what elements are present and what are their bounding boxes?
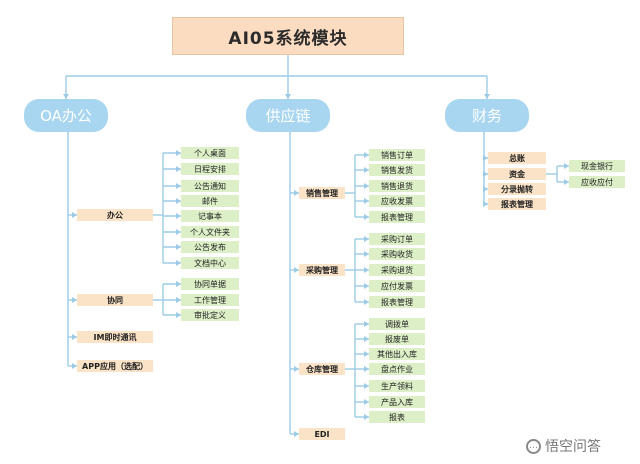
arrowhead	[483, 155, 488, 161]
leaf-oa-office-3: 公告通知	[181, 180, 239, 192]
category-finance-reports: 报表管理	[488, 198, 546, 210]
watermark-text: 悟空问答	[545, 439, 601, 455]
arrowhead	[364, 399, 369, 405]
arrowhead	[72, 212, 77, 218]
category-warehouse: 仓库管理	[299, 363, 345, 375]
arrowhead	[176, 150, 181, 156]
leaf-receivable-payable: 应收应付	[569, 176, 625, 188]
arrowhead	[364, 299, 369, 305]
arrowhead	[364, 321, 369, 327]
leaf-oa-collab-3: 审批定义	[181, 309, 239, 321]
speech-bubble-icon: …	[526, 438, 541, 454]
arrowhead	[285, 94, 291, 99]
arrowhead	[364, 267, 369, 273]
arrowhead	[176, 213, 181, 219]
arrowhead	[176, 281, 181, 287]
leaf-warehouse-2: 报废单	[369, 333, 425, 345]
arrowhead	[176, 198, 181, 204]
arrowhead	[364, 236, 369, 242]
category-edi: EDI	[299, 428, 345, 440]
category-purchase: 采购管理	[299, 264, 345, 276]
leaf-oa-office-4: 邮件	[181, 195, 239, 207]
arrowhead	[176, 166, 181, 172]
leaf-purchase-4: 应付发票	[369, 280, 425, 292]
arrowhead	[364, 167, 369, 173]
arrowhead	[294, 267, 299, 273]
leaf-warehouse-1: 调拨单	[369, 318, 425, 330]
leaf-warehouse-3: 其他出入库	[369, 348, 425, 360]
leaf-warehouse-4: 盘点作业	[369, 363, 425, 375]
leaf-oa-collab-2: 工作管理	[181, 294, 239, 306]
arrowhead	[364, 351, 369, 357]
arrowhead	[483, 186, 488, 192]
category-sales: 销售管理	[299, 187, 345, 199]
leaf-sales-2: 销售发货	[369, 164, 425, 176]
arrowhead	[364, 283, 369, 289]
diagram-title: AI05系统模块	[172, 17, 404, 55]
arrowhead	[564, 163, 569, 169]
arrowhead	[364, 414, 369, 420]
category-funds: 资金	[488, 168, 546, 180]
arrowhead	[294, 431, 299, 437]
category-entry-transfer: 分录抛转	[488, 183, 546, 195]
module-oa: OA办公	[24, 99, 108, 132]
module-supply-chain: 供应链	[246, 99, 330, 132]
leaf-oa-collab-1: 协同单据	[181, 278, 239, 290]
arrowhead	[484, 94, 490, 99]
arrowhead	[72, 334, 77, 340]
arrowhead	[176, 229, 181, 235]
leaf-purchase-3: 采购退货	[369, 264, 425, 276]
leaf-sales-4: 应收发票	[369, 195, 425, 207]
arrowhead	[364, 383, 369, 389]
category-collaboration: 协同	[77, 294, 153, 306]
module-finance: 财务	[445, 99, 529, 132]
arrowhead	[72, 297, 77, 303]
leaf-oa-office-8: 文档中心	[181, 257, 239, 269]
leaf-purchase-2: 采购收货	[369, 248, 425, 260]
leaf-oa-office-1: 个人桌面	[181, 147, 239, 159]
arrowhead	[364, 336, 369, 342]
leaf-warehouse-6: 产品入库	[369, 396, 425, 408]
arrowhead	[176, 260, 181, 266]
category-general-ledger: 总账	[488, 152, 546, 164]
arrowhead	[564, 179, 569, 185]
leaf-oa-office-5: 记事本	[181, 210, 239, 222]
leaf-sales-1: 销售订单	[369, 149, 425, 161]
arrowhead	[364, 214, 369, 220]
arrowhead	[63, 94, 69, 99]
category-office: 办公	[77, 209, 153, 221]
leaf-warehouse-5: 生产领料	[369, 380, 425, 392]
leaf-oa-office-7: 公告发布	[181, 241, 239, 253]
arrowhead	[364, 183, 369, 189]
leaf-purchase-1: 采购订单	[369, 233, 425, 245]
leaf-sales-3: 销售退货	[369, 180, 425, 192]
arrowhead	[364, 251, 369, 257]
arrowhead	[294, 366, 299, 372]
leaf-warehouse-7: 报表	[369, 411, 425, 423]
arrowhead	[364, 366, 369, 372]
category-app: APP应用（选配）	[77, 360, 153, 372]
leaf-oa-office-6: 个人文件夹	[181, 226, 239, 238]
arrowhead	[176, 312, 181, 318]
arrowhead	[483, 201, 488, 207]
arrowhead	[72, 363, 77, 369]
arrowhead	[364, 152, 369, 158]
category-im: IM即时通讯	[77, 331, 153, 343]
leaf-cash-bank: 现金银行	[569, 160, 625, 172]
arrowhead	[176, 297, 181, 303]
leaf-purchase-5: 报表管理	[369, 296, 425, 308]
arrowhead	[176, 183, 181, 189]
arrowhead	[176, 244, 181, 250]
leaf-sales-5: 报表管理	[369, 211, 425, 223]
arrowhead	[294, 190, 299, 196]
watermark: … 悟空问答	[526, 436, 601, 456]
leaf-oa-office-2: 日程安排	[181, 163, 239, 175]
arrowhead	[364, 198, 369, 204]
arrowhead	[483, 171, 488, 177]
